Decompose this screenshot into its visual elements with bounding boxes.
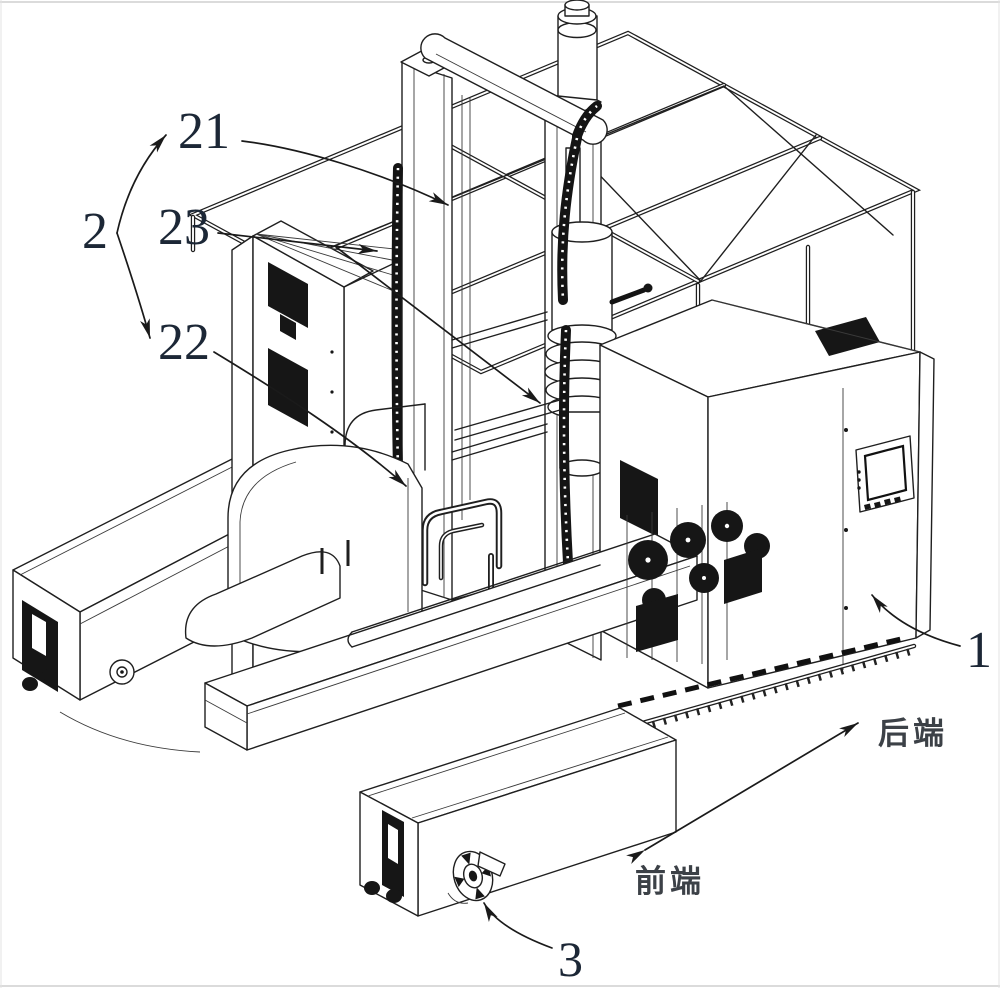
vent-panel — [268, 262, 308, 328]
control-panel — [855, 435, 915, 513]
direction-label-front: 前端 — [635, 864, 705, 900]
ref-label-21: 21 — [178, 103, 230, 160]
leader-22 — [213, 351, 407, 487]
leader-23 — [217, 232, 378, 254]
ref-label-22: 22 — [158, 314, 210, 371]
leader-1 — [871, 594, 961, 647]
leader-2-lower — [116, 232, 151, 339]
ref-label-3: 3 — [558, 931, 583, 987]
leader-2-upper — [116, 134, 167, 234]
vent-small — [280, 314, 296, 340]
mast-crossbeam — [420, 33, 608, 145]
fork-middle — [204, 533, 698, 751]
display-screen — [863, 444, 908, 502]
ref-label-23: 23 — [158, 199, 210, 256]
hydraulic-unit — [626, 502, 770, 664]
ref-label-1: 1 — [966, 622, 992, 679]
roof-vent — [815, 317, 880, 356]
front-rear-axis-arrow — [626, 722, 859, 865]
annotations — [116, 134, 961, 949]
carriage-seat — [184, 551, 341, 647]
leader-3 — [483, 902, 553, 949]
body-vent — [620, 460, 658, 537]
leader-21 — [241, 140, 449, 206]
outrigger-arm-front — [359, 707, 677, 917]
ref-label-2: 2 — [82, 203, 108, 260]
leader-23-branch — [335, 246, 541, 404]
carriage-clamp — [184, 399, 561, 653]
direction-label-rear: 后端 — [878, 716, 948, 752]
vent-panel — [268, 348, 308, 427]
top-cylinder — [557, 15, 598, 101]
